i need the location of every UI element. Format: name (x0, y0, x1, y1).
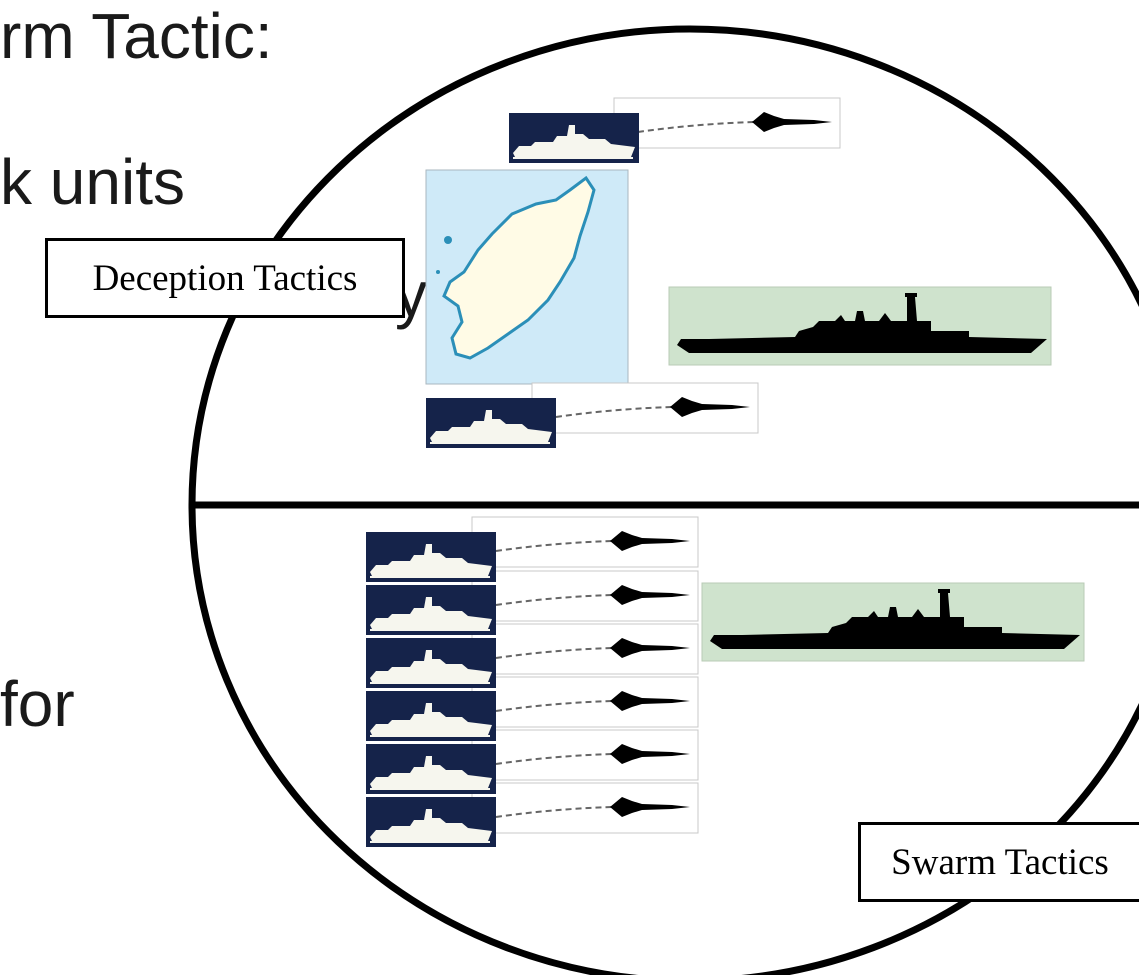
missile-icon (471, 782, 699, 834)
patrol-boat-icon (509, 113, 639, 163)
patrol-boat-icon (366, 638, 496, 688)
missile-icon (613, 97, 841, 149)
bullet-fragment-units: k units (0, 146, 185, 218)
island-map-icon (425, 169, 629, 385)
warship-icon (701, 582, 1085, 662)
missile-icon (471, 729, 699, 781)
patrol-boat-icon (366, 744, 496, 794)
patrol-boat-icon (366, 585, 496, 635)
swarm-tactics-label: Swarm Tactics (858, 822, 1139, 902)
patrol-boat-icon (366, 532, 496, 582)
missile-icon (471, 570, 699, 622)
missile-icon (471, 516, 699, 568)
bullet-fragment-for: for (0, 668, 75, 740)
deception-tactics-label: Deception Tactics (45, 238, 405, 318)
slide-title-fragment: rm Tactic: (0, 0, 273, 72)
patrol-boat-icon (366, 691, 496, 741)
patrol-boat-icon (366, 797, 496, 847)
missile-icon (471, 676, 699, 728)
patrol-boat-icon (426, 398, 556, 448)
warship-icon (668, 286, 1052, 366)
missile-icon (531, 382, 759, 434)
tactics-circle-outline (188, 25, 1139, 975)
missile-icon (471, 623, 699, 675)
